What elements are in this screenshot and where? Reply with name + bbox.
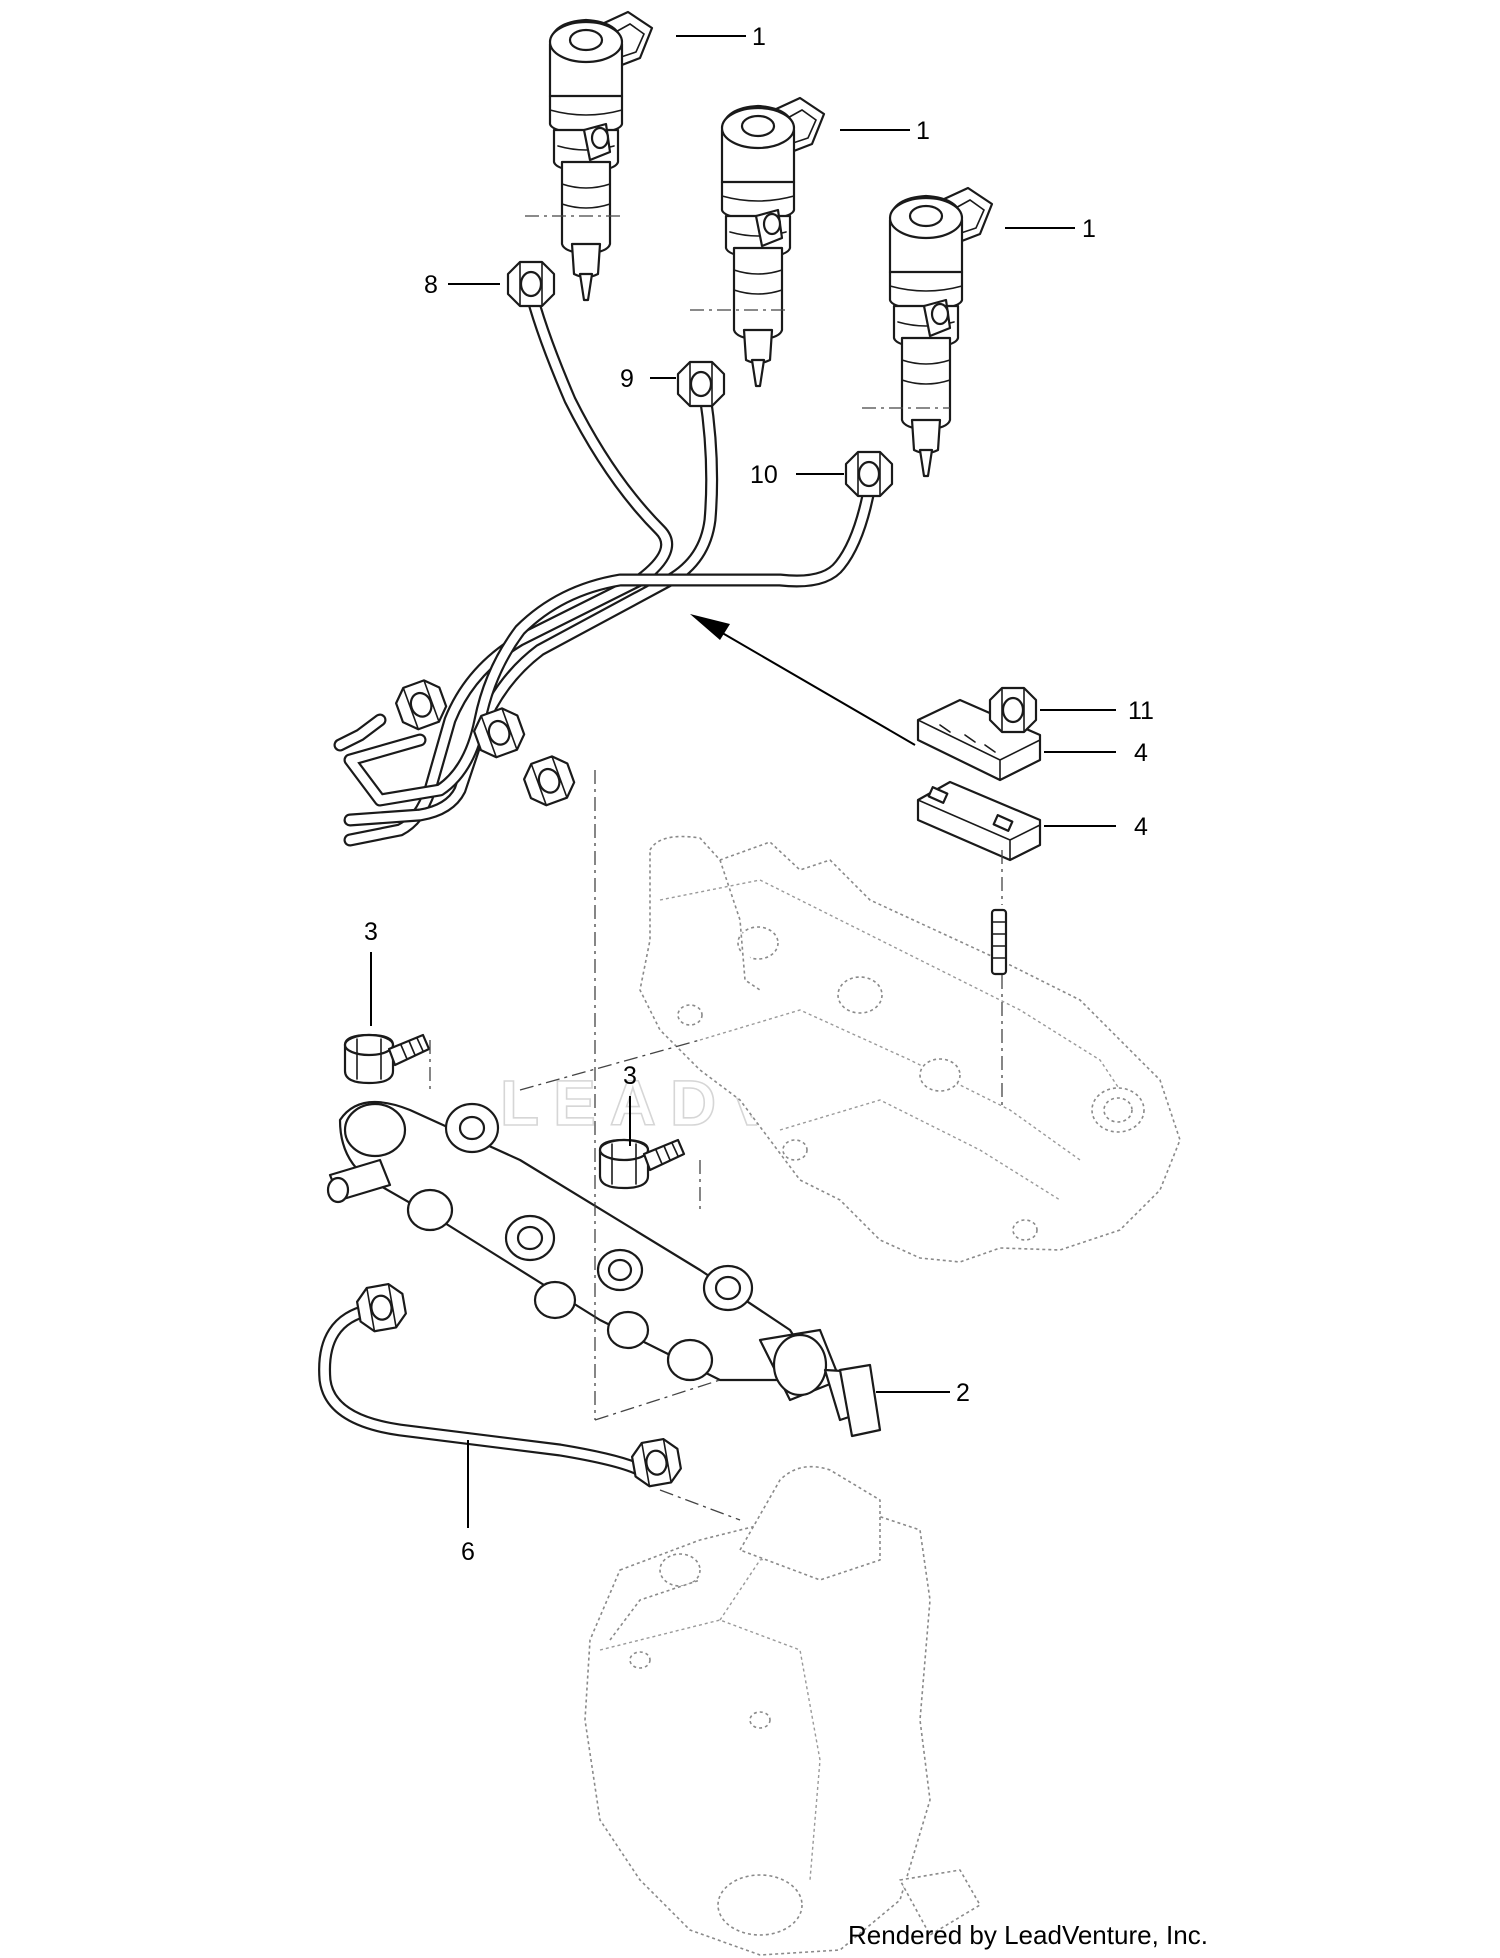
- rail-bolt-left: [343, 1033, 431, 1085]
- assembly-lines: [429, 215, 1003, 1521]
- injector-nut-9: [676, 360, 726, 408]
- callout-10: 10: [750, 461, 778, 489]
- fuel-injector-2: [720, 96, 826, 388]
- fuel-delivery-pipe-6: [318, 1280, 685, 1490]
- callout-11: 11: [1128, 697, 1154, 725]
- pipe-clamp-upper: [916, 698, 1042, 782]
- fuel-injector-3: [888, 186, 994, 478]
- callout-9: 9: [620, 365, 634, 393]
- high-pressure-pump-ghost: [584, 1465, 981, 1956]
- injector-nut-8: [506, 260, 556, 308]
- callout-4-upper: 4: [1134, 739, 1148, 767]
- callout-2: 2: [956, 1379, 970, 1407]
- injection-pipe-10: [343, 478, 877, 807]
- callout-3-right: 3: [623, 1062, 637, 1090]
- render-credit: Rendered by LeadVenture, Inc.: [848, 1920, 1208, 1950]
- pipe-clamp-lower: [916, 780, 1042, 862]
- clamp-nut: [988, 686, 1038, 734]
- clamp-stud: [990, 908, 1008, 976]
- callout-4-lower: 4: [1134, 813, 1148, 841]
- injector-nut-10: [844, 450, 894, 498]
- clamp-location-arrow: [690, 614, 916, 746]
- common-rail: [326, 1100, 882, 1438]
- callout-1-injector-3: 1: [1082, 215, 1096, 243]
- callout-leaders: [370, 35, 1116, 1528]
- callout-8: 8: [424, 271, 438, 299]
- callout-6: 6: [461, 1538, 475, 1566]
- callout-1-injector-2: 1: [916, 117, 930, 145]
- injection-pipe-9: [343, 388, 719, 827]
- pipe-rail-end-fittings: [333, 675, 580, 811]
- fuel-injector-1: [548, 10, 654, 302]
- callout-1-injector-1: 1: [752, 23, 766, 51]
- rail-bolt-right: [598, 1138, 686, 1190]
- callout-3-left: 3: [364, 918, 378, 946]
- cylinder-head-ghost: [639, 835, 1181, 1263]
